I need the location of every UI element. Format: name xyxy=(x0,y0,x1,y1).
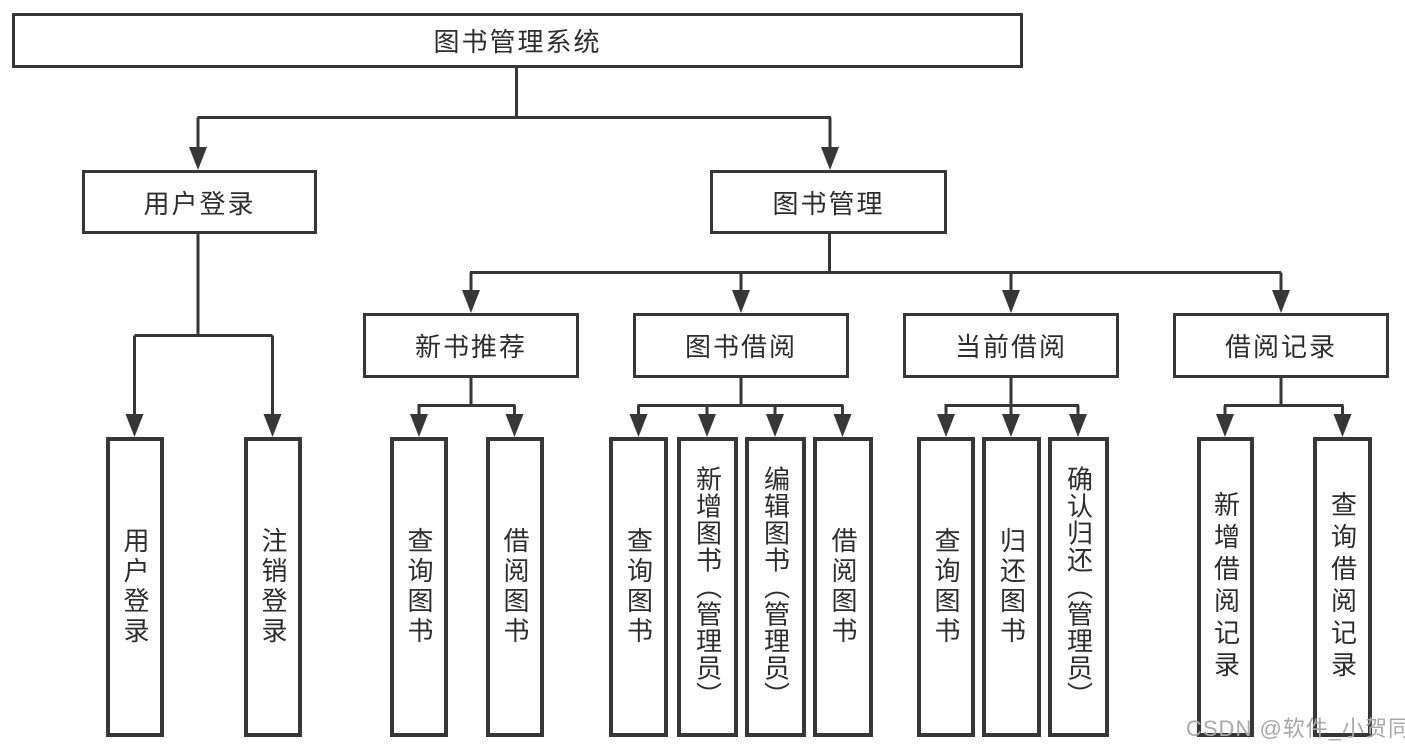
csdn-watermark: CSDN @软件_小贺同学 xyxy=(1186,716,1405,741)
node-user-login-label: 用户登录 xyxy=(143,188,256,219)
leaf-query-books-current-label: 查询图书 xyxy=(931,527,961,647)
node-current-borrowing: 当前借阅 xyxy=(903,313,1119,378)
leaf-borrow-books-borrowing: 借阅图书 xyxy=(813,437,873,737)
node-book-borrowing: 图书借阅 xyxy=(633,313,849,378)
connector-bookmgmt-to-l3 xyxy=(469,232,1283,293)
leaf-query-borrow-record: 查询借阅记录 xyxy=(1313,437,1372,737)
leaf-add-borrow-record: 新增借阅记录 xyxy=(1197,437,1254,737)
leaf-query-borrow-record-label: 查询借阅记录 xyxy=(1327,491,1358,683)
node-new-book-recommendation: 新书推荐 xyxy=(363,313,579,378)
leaf-edit-books-admin-label: 编辑图书（管理员） xyxy=(760,465,791,709)
connector-userlogin-to-leaves xyxy=(133,232,274,417)
leaf-edit-books-admin: 编辑图书（管理员） xyxy=(745,437,806,737)
leaf-query-books-recommend-label: 查询图书 xyxy=(404,527,434,647)
leaf-borrow-books-recommend: 借阅图书 xyxy=(486,437,544,737)
leaf-query-books-borrowing: 查询图书 xyxy=(609,437,668,737)
leaf-logout-label: 注销登录 xyxy=(258,527,288,647)
node-library-system-label: 图书管理系统 xyxy=(433,27,602,57)
leaf-add-books-admin-label: 新增图书（管理员） xyxy=(692,465,723,709)
connector-root-to-l2 xyxy=(196,66,832,150)
leaf-return-books-label: 归还图书 xyxy=(996,527,1027,647)
arrowheads xyxy=(125,147,1352,437)
node-book-management: 图书管理 xyxy=(710,170,947,234)
node-book-management-label: 图书管理 xyxy=(772,188,885,219)
node-borrowing-records: 借阅记录 xyxy=(1173,313,1389,378)
node-library-system: 图书管理系统 xyxy=(12,13,1023,68)
node-book-borrowing-label: 图书借阅 xyxy=(684,332,797,362)
leaf-return-books: 归还图书 xyxy=(982,437,1041,737)
node-user-login: 用户登录 xyxy=(82,170,317,234)
node-new-book-recommendation-label: 新书推荐 xyxy=(414,332,527,362)
leaf-confirm-return-admin: 确认归还（管理员） xyxy=(1048,437,1109,737)
leaf-confirm-return-admin-label: 确认归还（管理员） xyxy=(1063,465,1094,709)
leaf-user-login: 用户登录 xyxy=(106,437,164,737)
leaf-user-login-label: 用户登录 xyxy=(120,527,150,647)
leaf-query-books-current: 查询图书 xyxy=(917,437,975,737)
leaf-add-books-admin: 新增图书（管理员） xyxy=(677,437,738,737)
leaf-add-borrow-record-label: 新增借阅记录 xyxy=(1210,491,1241,683)
leaf-logout: 注销登录 xyxy=(244,437,302,737)
leaf-borrow-books-recommend-label: 借阅图书 xyxy=(500,527,530,647)
node-current-borrowing-label: 当前借阅 xyxy=(954,332,1067,362)
leaf-query-books-borrowing-label: 查询图书 xyxy=(623,527,654,647)
leaf-query-books-recommend: 查询图书 xyxy=(390,437,448,737)
node-borrowing-records-label: 借阅记录 xyxy=(1224,332,1337,362)
connector-l3-to-leaves xyxy=(417,376,1344,417)
leaf-borrow-books-borrowing-label: 借阅图书 xyxy=(828,527,858,647)
